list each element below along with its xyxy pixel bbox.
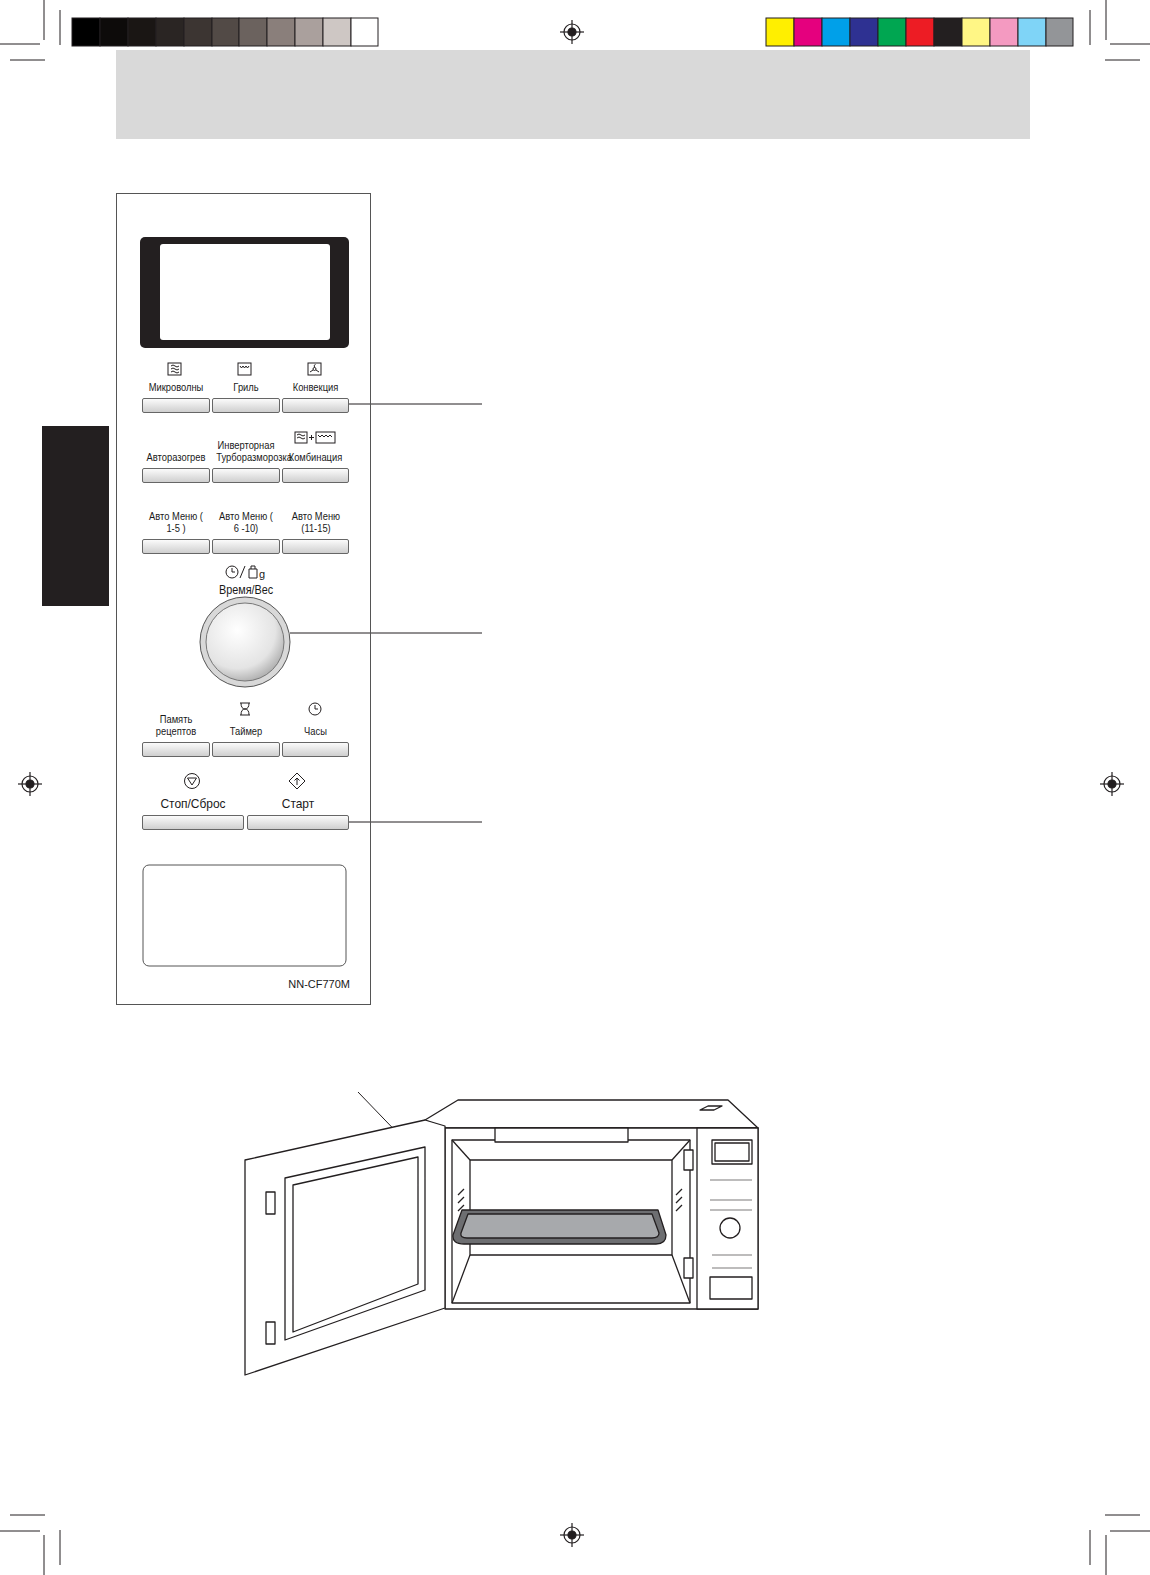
button-label: Инверторная Турборазморозка <box>216 439 276 463</box>
button-label-area: Старт <box>233 790 363 810</box>
button-label-area: Авто Меню ( 1-5 ) <box>128 504 224 534</box>
button-label: Конвекция <box>275 381 356 393</box>
side-tab <box>42 426 109 606</box>
microwave-oven <box>245 1100 758 1375</box>
button-label: Часы <box>275 725 356 737</box>
button-label-area: Авто Меню (11-15) <box>268 504 363 534</box>
button-label-area: Инверторная Турборазморозка <box>198 430 294 463</box>
panel-button: Таймер <box>212 704 280 757</box>
button-label: Авторазогрев <box>135 451 217 463</box>
button-bar <box>142 742 210 757</box>
button-bar <box>212 468 280 483</box>
button-bar <box>142 539 210 554</box>
color-bar <box>766 18 1073 46</box>
panel-button: Авто Меню (11-15) <box>282 504 349 554</box>
button-label-area: Гриль <box>198 374 294 393</box>
panel-button: Старт <box>247 790 349 830</box>
button-label: Стоп/Сброс <box>133 798 253 810</box>
model-number: NN-CF770M <box>288 978 350 990</box>
registration-mark <box>18 20 1124 1547</box>
button-bar <box>212 398 280 413</box>
display-window <box>140 237 349 348</box>
button-label: Микроволны <box>135 381 217 393</box>
button-label: Гриль <box>205 381 287 393</box>
button-label: Таймер <box>205 725 287 737</box>
dial-label: Время/Вес <box>219 584 273 596</box>
time-weight-dial <box>200 597 290 687</box>
button-label-area: Стоп/Сброс <box>128 790 258 810</box>
button-bar <box>282 398 349 413</box>
button-bar <box>282 468 349 483</box>
panel-button: Гриль <box>212 374 280 413</box>
unit-label: g <box>259 568 265 580</box>
button-label: Авто Меню ( 6 -10) <box>216 510 276 534</box>
button-label: Память рецептов <box>146 713 206 737</box>
panel-button: Микроволны <box>142 374 210 413</box>
button-label-area: Комбинация <box>268 430 363 463</box>
panel-button: Комбинация <box>282 430 349 483</box>
button-label-area: Часы <box>268 704 363 737</box>
button-bar <box>247 815 349 830</box>
button-bar <box>282 742 349 757</box>
panel-button: Часы <box>282 704 349 757</box>
button-bar <box>212 539 280 554</box>
grey-scale-bar <box>72 18 378 46</box>
button-label-area: Авто Меню ( 6 -10) <box>198 504 294 534</box>
panel-button: Память рецептов <box>142 704 210 757</box>
button-label-area: Авторазогрев <box>128 430 224 463</box>
button-label: Авто Меню ( 1-5 ) <box>146 510 206 534</box>
panel-button: Авто Меню ( 1-5 ) <box>142 504 210 554</box>
button-bar <box>142 398 210 413</box>
button-label: Авто Меню (11-15) <box>286 510 346 534</box>
button-bar <box>212 742 280 757</box>
panel-button: Конвекция <box>282 374 349 413</box>
button-bar <box>142 815 244 830</box>
button-bar <box>282 539 349 554</box>
panel-button: Авто Меню ( 6 -10) <box>212 504 280 554</box>
button-label-area: Конвекция <box>268 374 363 393</box>
button-label: Старт <box>238 798 358 810</box>
button-label-area: Таймер <box>198 704 294 737</box>
dial-label-area: Время/Вес <box>187 580 305 598</box>
control-panel: NN-CF770M МикроволныГрильКонвекцияАвтораз… <box>116 193 371 1005</box>
button-label-area: Микроволны <box>128 374 224 393</box>
button-bar <box>142 468 210 483</box>
panel-button: Стоп/Сброс <box>142 790 244 830</box>
button-label: Комбинация <box>275 451 356 463</box>
header-band <box>116 50 1030 139</box>
dial-control: Время/Вес <box>197 580 295 690</box>
lower-label-area <box>143 865 346 966</box>
panel-button: Авторазогрев <box>142 430 210 483</box>
panel-button: Инверторная Турборазморозка <box>212 430 280 483</box>
button-label-area: Память рецептов <box>128 704 224 737</box>
